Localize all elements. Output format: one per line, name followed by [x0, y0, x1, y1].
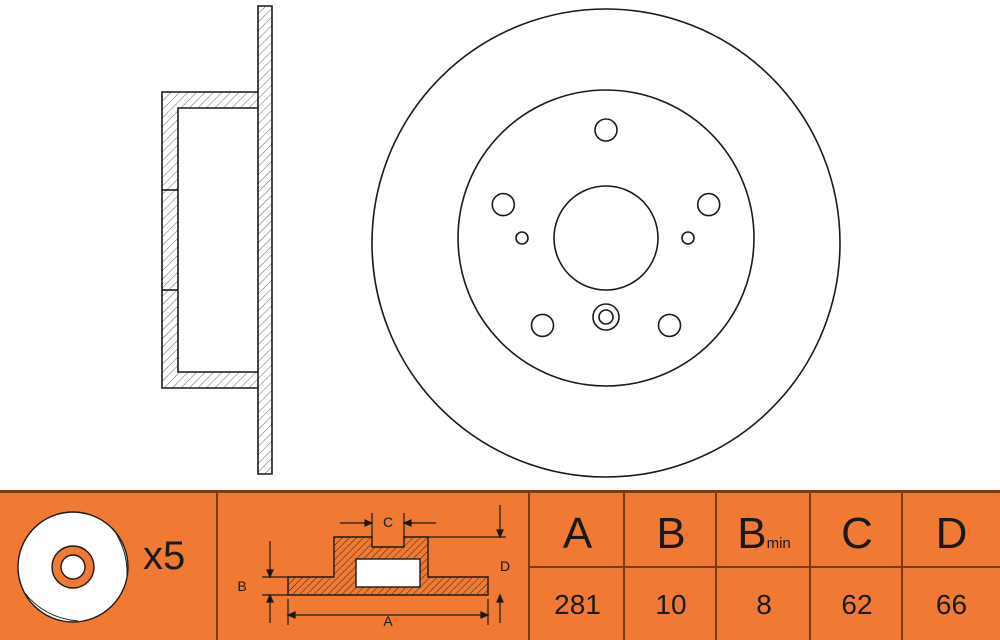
header-bmin-sub: min [766, 535, 791, 552]
quantity-label: x5 [143, 534, 186, 578]
bolt-hole [657, 313, 682, 338]
bolt-hole [491, 192, 516, 217]
bolt-hole [696, 192, 721, 217]
brake-disc-drawing [161, 5, 841, 478]
bolt-hole [594, 118, 618, 142]
header-a: A [562, 509, 593, 558]
value-bmin: 8 [756, 589, 772, 620]
disc-side-section [161, 5, 273, 475]
profile-diagram: C D B A [237, 505, 510, 629]
cell-quantity [0, 493, 218, 640]
cell-profile [218, 493, 530, 640]
bolt-holes [491, 118, 721, 338]
header-c: C [841, 509, 873, 558]
profile-label-a: A [383, 613, 393, 629]
section-outline [161, 5, 273, 475]
header-b: B [656, 509, 686, 558]
table-row-divider [530, 566, 1000, 568]
pin-hole-left [515, 231, 529, 245]
bolt-hole [530, 313, 555, 338]
set-screw-hole-outer [592, 303, 620, 331]
value-c: 62 [841, 589, 873, 620]
profile-label-c: C [383, 514, 393, 530]
value-d: 66 [935, 589, 968, 620]
value-a: 281 [554, 589, 601, 620]
disc-hat-edge [457, 89, 755, 387]
center-bore [553, 185, 659, 291]
header-bmin-main: B [737, 509, 767, 558]
disc-front-view [371, 8, 841, 478]
profile-bore [355, 558, 421, 588]
profile-label-b: B [237, 578, 246, 594]
value-b: 10 [655, 589, 687, 620]
disc-outer-edge [371, 8, 841, 478]
disc-icon [17, 511, 129, 623]
pin-hole-right [681, 231, 695, 245]
header-d: D [935, 509, 968, 558]
header-bmin: Bmin [717, 512, 811, 556]
profile-label-d: D [500, 558, 510, 574]
set-screw-hole-inner [598, 309, 614, 325]
